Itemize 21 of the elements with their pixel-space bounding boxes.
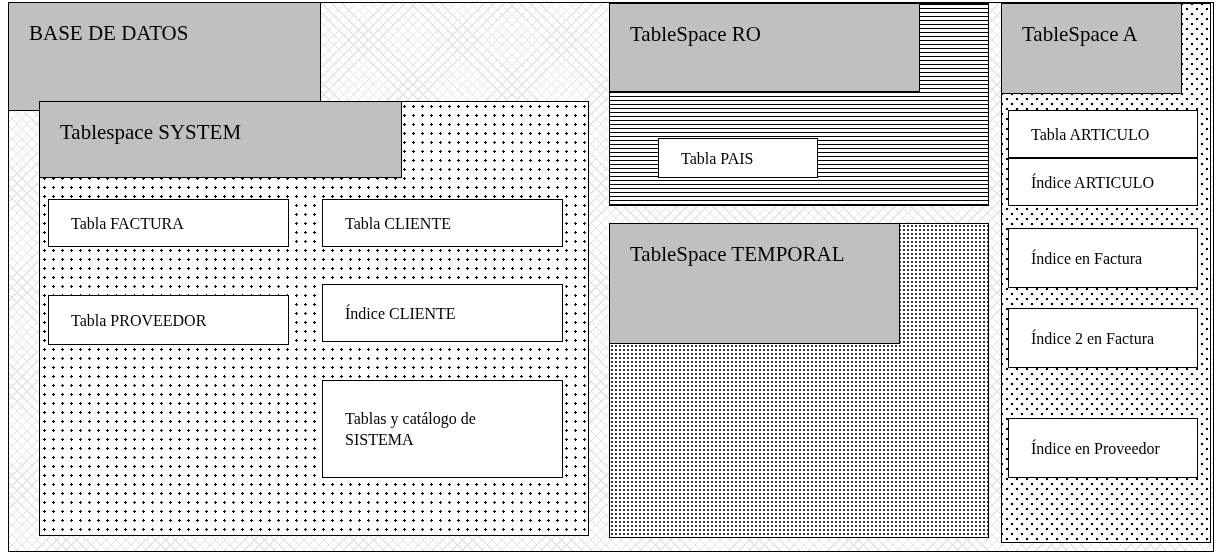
table-box: Índice en Factura [1008,228,1198,288]
table-box: Índice CLIENTE [322,284,563,342]
tablespace-panel [39,101,589,536]
panel-heading: Tablespace SYSTEM [40,102,402,178]
table-box: Tabla PAIS [658,138,818,178]
tablespace-panel [609,3,989,206]
panel-heading: TableSpace A [1002,4,1182,94]
tablespace-panel [609,223,989,538]
table-box: Índice en Proveedor [1008,418,1198,478]
panel-heading: TableSpace TEMPORAL [610,224,900,344]
table-box: Tabla CLIENTE [322,199,563,247]
table-box: Tablas y catálogo de SISTEMA [322,380,563,478]
table-box: Índice 2 en Factura [1008,308,1198,368]
panel-heading: TableSpace RO [610,4,920,92]
database-frame [8,2,1214,552]
table-box: Tabla PROVEEDOR [48,295,289,345]
table-box: Índice ARTICULO [1008,158,1198,206]
panel-heading: BASE DE DATOS [9,3,321,111]
table-box: Tabla ARTICULO [1008,110,1198,158]
tablespace-panel [1001,3,1211,543]
table-box: Tabla FACTURA [48,199,289,247]
